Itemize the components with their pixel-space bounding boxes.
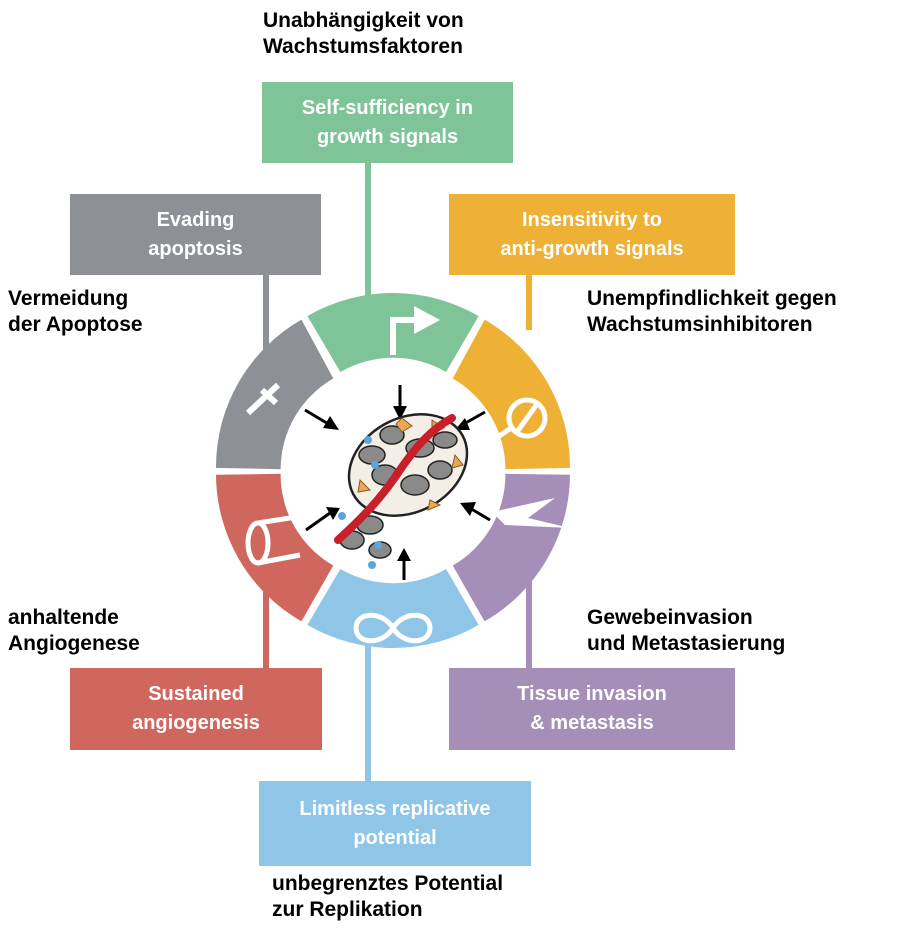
connector-lines <box>263 160 532 782</box>
box-invasion: Tissue invasion & metastasis <box>449 668 735 750</box>
de-label-replication: unbegrenztes Potential zur Replikation <box>272 871 503 923</box>
vessel-icon <box>245 514 301 566</box>
cross-icon <box>245 382 281 416</box>
de-label-antigrowth: Unempfindlichkeit gegen Wachstumsinhibit… <box>587 286 837 338</box>
de-label-invasion: Gewebeinvasion und Metastasierung <box>587 605 785 657</box>
ring-segment-angiogenesis <box>216 473 334 622</box>
de-angiogenesis-line2: Angiogenese <box>8 632 140 655</box>
de-antigrowth-line1: Unempfindlichkeit gegen <box>587 287 837 310</box>
de-angiogenesis-line1: anhaltende <box>8 606 119 629</box>
inward-arrow-upper-left <box>304 408 331 427</box>
arrow-icon <box>390 306 440 355</box>
box-replication-line2: potential <box>353 826 437 849</box>
de-growth-line2: Wachstumsfaktoren <box>263 35 463 58</box>
de-invasion-line1: Gewebeinvasion <box>587 606 753 629</box>
inward-arrows <box>304 385 491 580</box>
ring-segment-replication <box>307 569 479 649</box>
de-apoptosis-line2: der Apoptose <box>8 313 143 336</box>
box-growth-line1: Self-sufficiency in <box>301 96 474 119</box>
ring-segment-invasion <box>452 473 570 622</box>
de-label-apoptosis: Vermeidung der Apoptose <box>8 286 143 338</box>
de-label-angiogenesis: anhaltende Angiogenese <box>8 605 140 657</box>
de-invasion-line2: und Metastasierung <box>587 632 786 655</box>
de-replication-line2: zur Replikation <box>272 898 423 921</box>
infinity-icon <box>353 612 433 644</box>
blue-cells <box>338 436 382 569</box>
box-angiogenesis: Sustained angiogenesis <box>70 668 322 750</box>
de-replication-line1: unbegrenztes Potential <box>272 872 504 895</box>
box-angiogenesis-line1: Sustained <box>148 683 244 705</box>
box-growth-signals: Self-sufficiency in growth signals <box>262 82 513 163</box>
box-antigrowth-line1: Insensitivity to <box>521 208 663 231</box>
box-invasion-line2: & metastasis <box>530 712 654 734</box>
de-label-growth: Unabhängigkeit von Wachstumsfaktoren <box>263 8 464 60</box>
box-antigrowth-line2: anti-growth signals <box>500 237 684 260</box>
de-antigrowth-line2: Wachstumsinhibitoren <box>587 313 813 336</box>
zigzag-icon <box>492 498 570 528</box>
box-apoptosis: Evading apoptosis <box>70 194 321 275</box>
box-growth-line2: growth signals <box>316 125 459 148</box>
box-replication-line1: Limitless replicative <box>299 797 491 820</box>
box-apoptosis-line2: apoptosis <box>148 237 243 260</box>
ring-segment-apoptosis <box>215 319 334 470</box>
tumor-illustration <box>334 413 469 569</box>
no-entry-icon <box>487 397 548 446</box>
box-apoptosis-line1: Evading <box>156 208 235 231</box>
box-angiogenesis-line2: angiogenesis <box>132 712 260 734</box>
fibroblasts <box>357 417 464 511</box>
box-invasion-line1: Tissue invasion <box>517 683 667 705</box>
blood-vessel <box>334 414 456 544</box>
box-replication: Limitless replicative potential <box>259 781 531 866</box>
de-growth-line1: Unabhängigkeit von <box>263 9 464 32</box>
de-apoptosis-line1: Vermeidung <box>8 287 129 310</box>
box-antigrowth-signals: Insensitivity to anti-growth signals <box>449 194 735 275</box>
inward-arrow-lower-left <box>305 511 331 532</box>
